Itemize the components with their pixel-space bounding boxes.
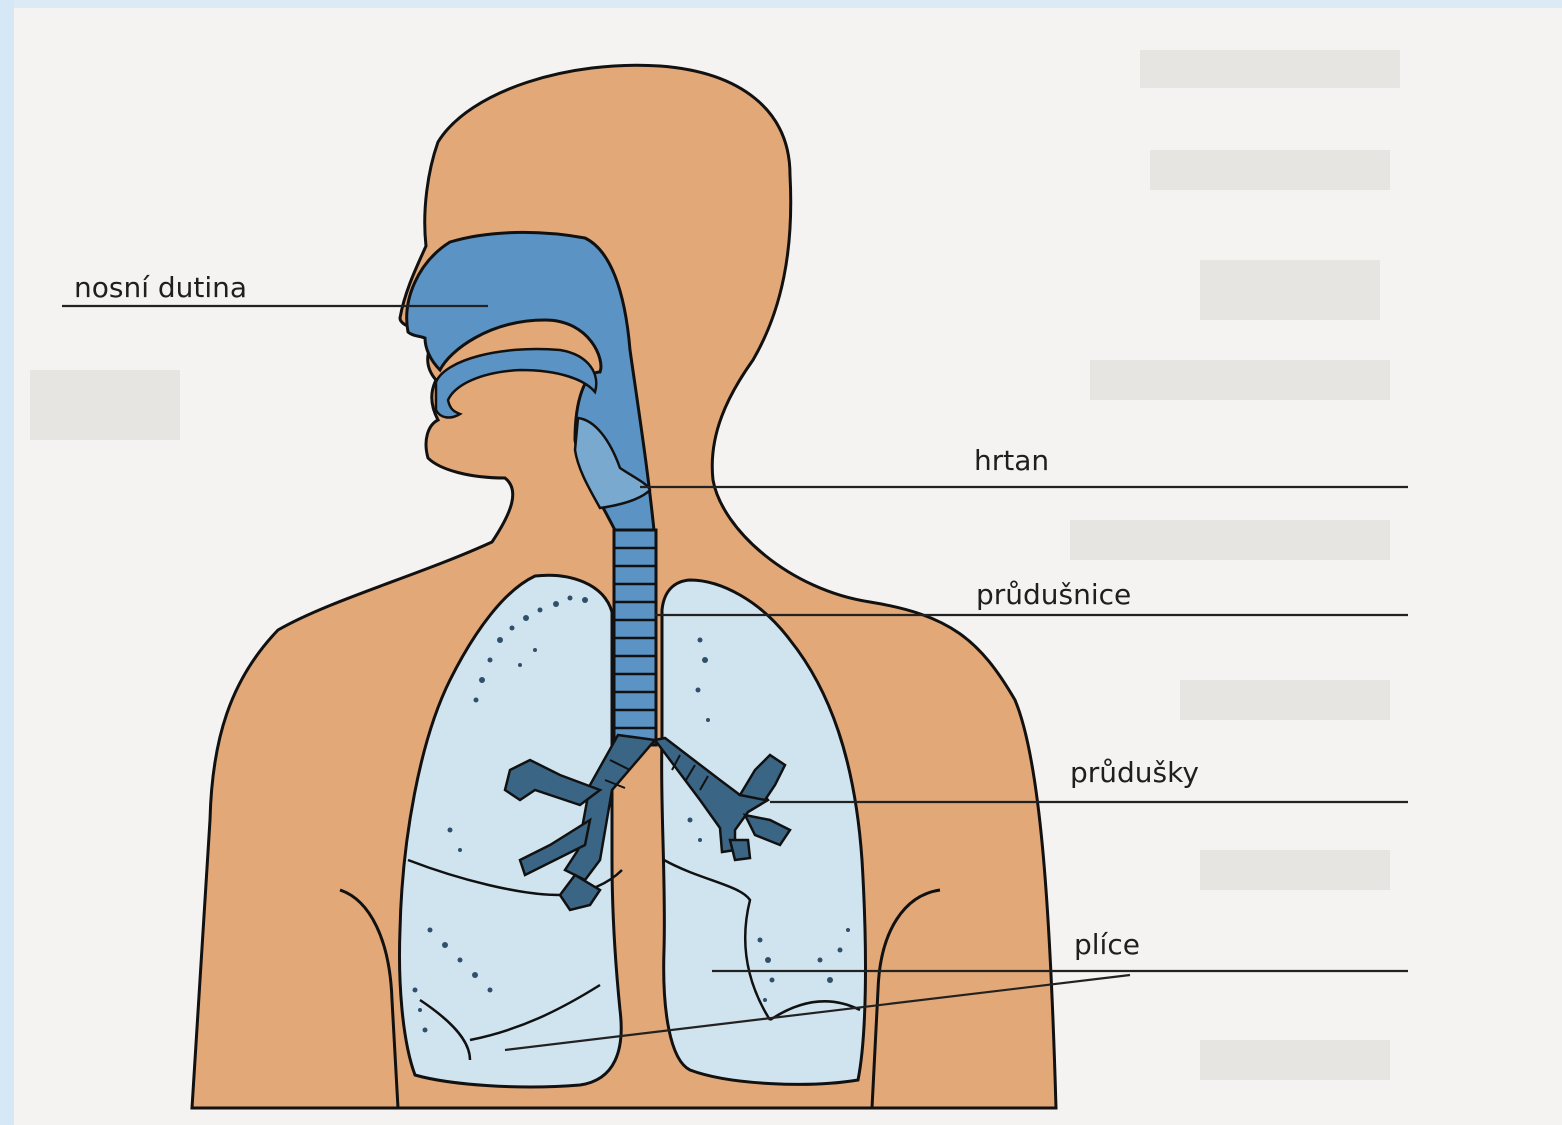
label-trachea: průdušnice bbox=[976, 581, 1131, 609]
label-nasal-cavity: nosní dutina bbox=[74, 274, 247, 302]
label-lungs: plíce bbox=[1074, 931, 1140, 959]
frame-left-strip bbox=[0, 0, 14, 1125]
label-larynx: hrtan bbox=[974, 447, 1049, 475]
trachea bbox=[614, 530, 656, 745]
label-bronchi: průdušky bbox=[1070, 759, 1199, 787]
